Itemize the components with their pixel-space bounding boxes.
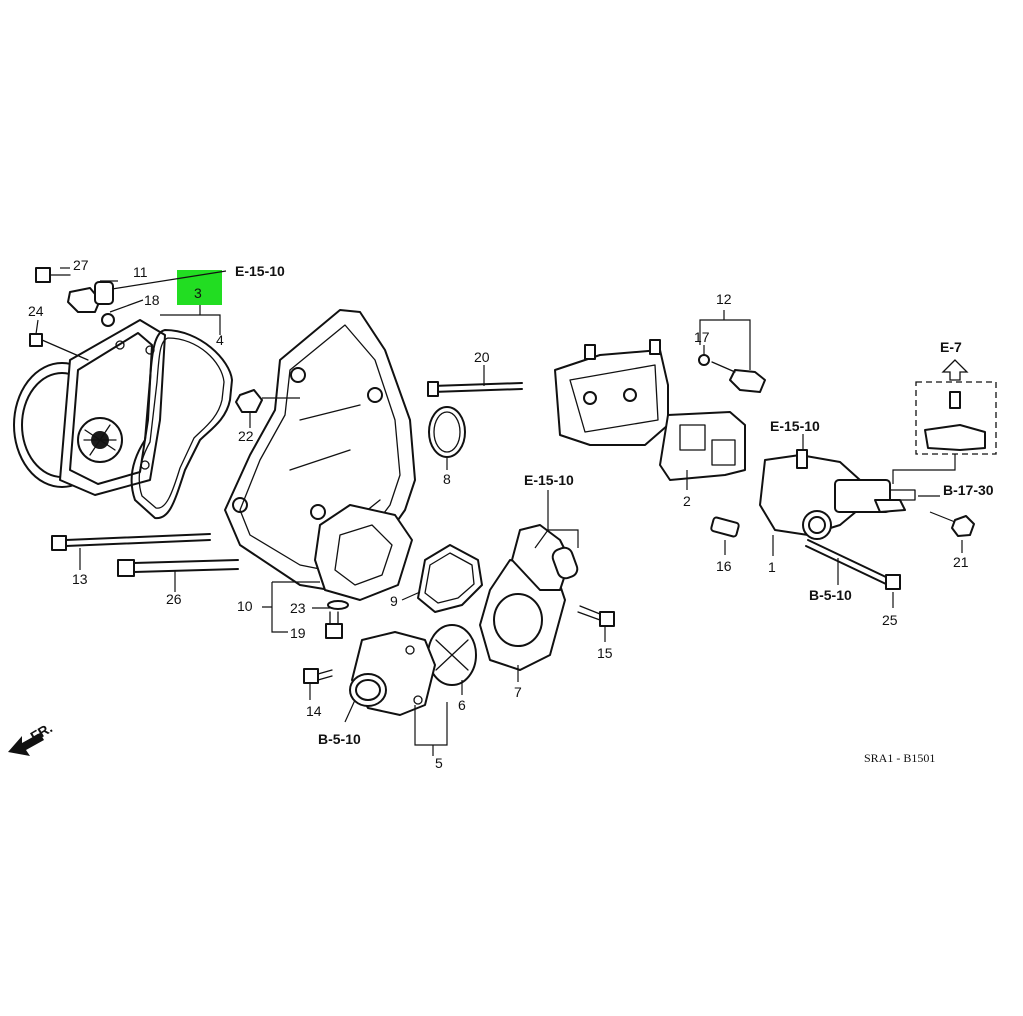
callout-10: 10 (237, 598, 253, 614)
ref-e1510-mid: E-15-10 (524, 472, 574, 488)
ref-e7: E-7 (940, 339, 962, 355)
callout-13: 13 (72, 571, 88, 587)
o-ring-8 (428, 406, 466, 458)
callout-15: 15 (597, 645, 613, 661)
thermostat-cover (479, 524, 579, 671)
bolt-15 (577, 605, 615, 627)
ref-b510-right: B-5-10 (809, 587, 852, 603)
bolt-19 (325, 611, 343, 639)
thermostat-6 (427, 624, 477, 686)
callout-20: 20 (474, 349, 490, 365)
leader-lines (35, 267, 963, 756)
front-arrow: FR. (8, 719, 55, 756)
callout-25: 25 (882, 612, 898, 628)
callout-14: 14 (306, 703, 322, 719)
gasket-9 (417, 544, 483, 613)
callout-17: 17 (694, 329, 710, 345)
callout-2: 2 (683, 493, 691, 509)
callout-6: 6 (458, 697, 466, 713)
bolt-27 (35, 267, 71, 283)
bolt-24 (29, 333, 89, 361)
callout-7: 7 (514, 684, 522, 700)
callout-12: 12 (716, 291, 732, 307)
bolt-14 (303, 668, 333, 684)
callout-9: 9 (390, 593, 398, 609)
washer-23 (327, 600, 349, 610)
water-outlet-1 (759, 449, 916, 540)
callout-24: 24 (28, 303, 44, 319)
gasket-2 (659, 411, 746, 481)
dowel-16 (710, 516, 740, 538)
nut-22 (235, 389, 300, 413)
callout-5: 5 (435, 755, 443, 771)
callout-4: 4 (216, 332, 224, 348)
washer-17 (698, 354, 710, 366)
bolt-25 (805, 539, 901, 590)
callout-18: 18 (144, 292, 160, 308)
callout-26: 26 (166, 591, 182, 607)
callout-3: 3 (194, 285, 202, 301)
ref-e1510-top: E-15-10 (235, 263, 285, 279)
callout-19: 19 (290, 625, 306, 641)
diagram-code: SRA1 - B1501 (864, 751, 935, 765)
thermostat-housing-5 (349, 631, 436, 716)
bypass-body (554, 339, 669, 446)
washer-18 (101, 313, 115, 327)
ref-b510-bottom: B-5-10 (318, 731, 361, 747)
sensor-12 (711, 361, 766, 393)
nut-21 (951, 515, 975, 537)
bolt-26 (117, 559, 239, 577)
callout-27: 27 (73, 257, 89, 273)
callout-21: 21 (953, 554, 969, 570)
stud-20 (427, 381, 523, 397)
callout-16: 16 (716, 558, 732, 574)
ref-b1730: B-17-30 (943, 482, 994, 498)
callout-23: 23 (290, 600, 306, 616)
bracket-e7 (924, 391, 986, 451)
callout-11: 11 (133, 264, 148, 280)
callout-1: 1 (768, 559, 776, 575)
callout-22: 22 (238, 428, 254, 444)
e7-arrow (941, 359, 969, 381)
highlight-box (177, 270, 222, 305)
ref-e1510-right: E-15-10 (770, 418, 820, 434)
e7-bracket-box (915, 381, 997, 455)
bracket-11 (67, 281, 114, 313)
callout-8: 8 (443, 471, 451, 487)
bolt-13 (51, 533, 211, 551)
plate-gasket-10 (314, 504, 413, 601)
pump-gasket (130, 329, 233, 520)
